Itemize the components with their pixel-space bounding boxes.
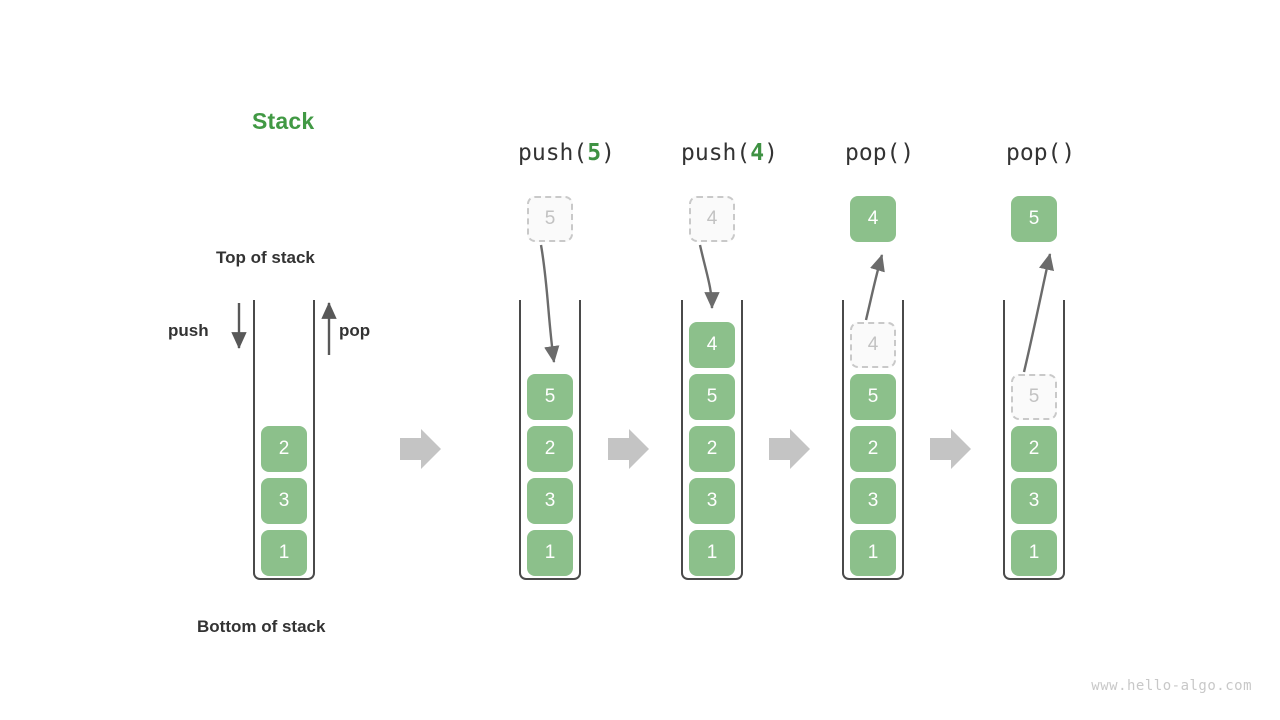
watermark: www.hello-algo.com bbox=[1091, 678, 1252, 694]
stack-block: 5 bbox=[689, 374, 735, 420]
stack-container bbox=[842, 300, 904, 580]
stack-block-ghost: 5 bbox=[1011, 374, 1057, 420]
transition-arrow-3 bbox=[769, 429, 810, 469]
stack-container bbox=[519, 300, 581, 580]
operation-title-pop-2: pop() bbox=[1006, 140, 1075, 166]
operation-argument: 4 bbox=[750, 140, 765, 166]
operation-title-push-4: push(4) bbox=[681, 140, 778, 166]
stack-block: 2 bbox=[261, 426, 307, 472]
top-of-stack-label: Top of stack bbox=[216, 248, 315, 267]
operation-name: pop() bbox=[1006, 140, 1076, 166]
stack-block: 3 bbox=[261, 478, 307, 524]
transition-arrow-1 bbox=[400, 429, 441, 469]
stack-block: 1 bbox=[689, 530, 735, 576]
operation-name: pop() bbox=[845, 140, 915, 166]
operation-title-push-5: push(5) bbox=[518, 140, 615, 166]
stack-block: 3 bbox=[850, 478, 896, 524]
popped-value-block: 5 bbox=[1011, 196, 1057, 242]
page-title: Stack bbox=[252, 108, 315, 134]
stack-block: 1 bbox=[1011, 530, 1057, 576]
stack-block: 3 bbox=[527, 478, 573, 524]
stack-block: 1 bbox=[261, 530, 307, 576]
push-4-motion-arrow bbox=[698, 244, 720, 309]
stack-block-ghost: 4 bbox=[850, 322, 896, 368]
transition-arrow-4 bbox=[930, 429, 971, 469]
stack-block: 2 bbox=[527, 426, 573, 472]
stack-block: 1 bbox=[527, 530, 573, 576]
operation-name: push( bbox=[518, 140, 588, 166]
operation-title-pop-1: pop() bbox=[845, 140, 914, 166]
operation-suffix: ) bbox=[601, 140, 615, 166]
bottom-of-stack-label: Bottom of stack bbox=[197, 617, 326, 636]
stack-block: 2 bbox=[850, 426, 896, 472]
stack-block: 2 bbox=[1011, 426, 1057, 472]
transition-arrow-2 bbox=[608, 429, 649, 469]
incoming-value-ghost-block: 5 bbox=[527, 196, 573, 242]
stack-container bbox=[253, 300, 315, 580]
stack-block: 5 bbox=[527, 374, 573, 420]
stack-block: 3 bbox=[689, 478, 735, 524]
stack-block: 4 bbox=[689, 322, 735, 368]
stack-block: 3 bbox=[1011, 478, 1057, 524]
stack-block: 2 bbox=[689, 426, 735, 472]
stack-container bbox=[1003, 300, 1065, 580]
operation-argument: 5 bbox=[587, 140, 602, 166]
push-label: push bbox=[168, 321, 209, 340]
popped-value-block: 4 bbox=[850, 196, 896, 242]
operation-name: push( bbox=[681, 140, 751, 166]
pop-label: pop bbox=[339, 321, 371, 340]
stack-block: 5 bbox=[850, 374, 896, 420]
stack-container bbox=[681, 300, 743, 580]
operation-suffix: ) bbox=[764, 140, 778, 166]
incoming-value-ghost-block: 4 bbox=[689, 196, 735, 242]
stack-block: 1 bbox=[850, 530, 896, 576]
